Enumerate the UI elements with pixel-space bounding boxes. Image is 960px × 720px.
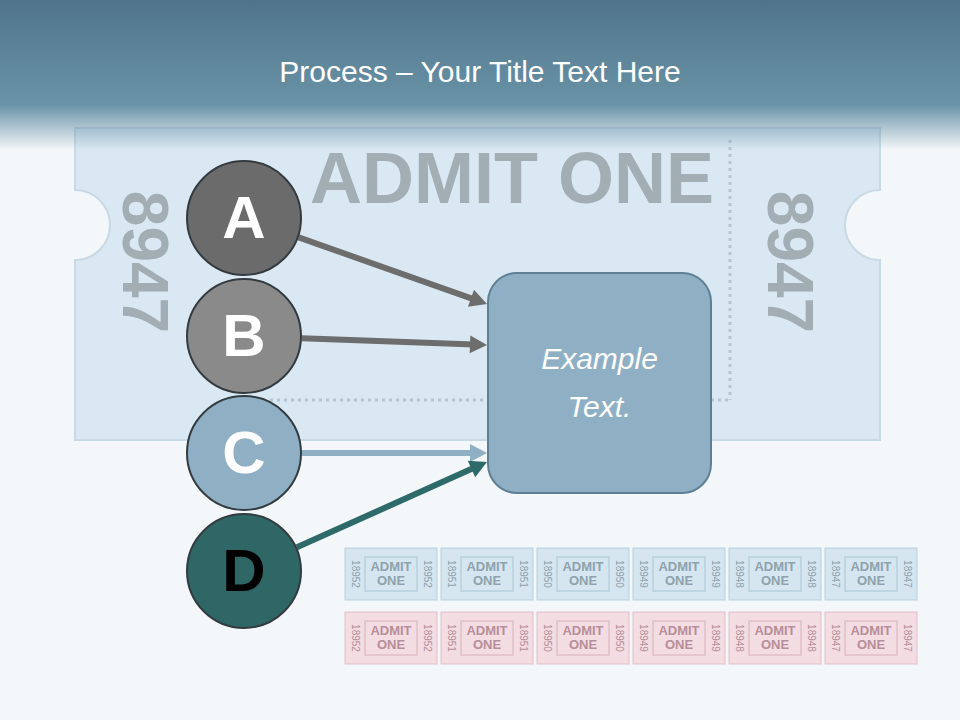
small-ticket xyxy=(345,548,437,600)
ticket-frame xyxy=(365,557,417,591)
process-box: Example Text. xyxy=(487,272,712,494)
step-circle: A xyxy=(186,160,302,276)
big-ticket xyxy=(75,128,880,440)
arrow-head xyxy=(468,461,487,477)
ticket-text: ADMIT ONE xyxy=(750,624,800,652)
ticket-frame xyxy=(653,557,705,591)
ticket-frame xyxy=(749,557,801,591)
small-ticket xyxy=(825,612,917,664)
ticket-number: 18948 xyxy=(805,560,817,588)
ticket-number: 18950 xyxy=(541,560,553,588)
box-text: Example Text. xyxy=(525,335,674,431)
ticket-number: 18947 xyxy=(829,624,841,652)
ticket-frame xyxy=(653,621,705,655)
ticket-frame xyxy=(845,557,897,591)
arrow-head xyxy=(470,444,487,462)
small-ticket xyxy=(537,548,629,600)
ticket-number: 18948 xyxy=(733,560,745,588)
step-circle: D xyxy=(186,513,302,629)
ticket-number: 18950 xyxy=(613,560,625,588)
ticket-strips xyxy=(345,548,917,664)
arrow-connector xyxy=(302,444,487,462)
arrow-head xyxy=(470,335,487,353)
arrow-line xyxy=(299,237,475,299)
ticket-text: ADMIT ONE xyxy=(462,560,512,588)
watermark-number: 8947 xyxy=(755,191,825,333)
arrow-head xyxy=(468,290,487,307)
ticket-number: 18950 xyxy=(613,624,625,652)
ticket-number: 18949 xyxy=(709,624,721,652)
ticket-number: 18949 xyxy=(709,560,721,588)
arrow-line xyxy=(302,450,474,456)
ticket-text: ADMIT ONE xyxy=(846,624,896,652)
ticket-number: 18952 xyxy=(349,560,361,588)
ticket-frame xyxy=(557,621,609,655)
small-ticket xyxy=(729,548,821,600)
small-ticket xyxy=(633,548,725,600)
small-ticket xyxy=(345,612,437,664)
ticket-frame xyxy=(749,621,801,655)
arrow-connector xyxy=(297,461,487,548)
ticket-number: 18952 xyxy=(421,560,433,588)
step-letter: A xyxy=(222,188,265,248)
ticket-text: ADMIT ONE xyxy=(462,624,512,652)
step-letter: C xyxy=(222,423,265,483)
small-ticket xyxy=(729,612,821,664)
ticket-number: 18948 xyxy=(805,624,817,652)
step-letter: D xyxy=(222,541,265,601)
small-ticket xyxy=(441,548,533,600)
small-ticket xyxy=(825,548,917,600)
ticket-text: ADMIT ONE xyxy=(366,624,416,652)
ticket-number: 18947 xyxy=(901,560,913,588)
ticket-number: 18951 xyxy=(445,560,457,588)
ticket-text: ADMIT ONE xyxy=(654,560,704,588)
ticket-number: 18952 xyxy=(421,624,433,652)
ticket-number: 18952 xyxy=(349,624,361,652)
ticket-perforation xyxy=(729,140,732,400)
ticket-text: ADMIT ONE xyxy=(846,560,896,588)
ticket-text: ADMIT ONE xyxy=(558,560,608,588)
ticket-text: ADMIT ONE xyxy=(654,624,704,652)
ticket-text: ADMIT ONE xyxy=(366,560,416,588)
ticket-number: 18951 xyxy=(445,624,457,652)
ticket-number: 18951 xyxy=(517,560,529,588)
ticket-frame xyxy=(365,621,417,655)
arrow-connector xyxy=(302,335,487,353)
ticket-number: 18949 xyxy=(637,560,649,588)
ticket-number: 18951 xyxy=(517,624,529,652)
ticket-number: 18950 xyxy=(541,624,553,652)
ticket-number: 18947 xyxy=(829,560,841,588)
ticket-frame xyxy=(845,621,897,655)
arrow-line xyxy=(302,338,474,344)
small-ticket xyxy=(633,612,725,664)
watermark-number: 8947 xyxy=(110,191,180,333)
step-circle: C xyxy=(186,395,302,511)
ticket-text: ADMIT ONE xyxy=(750,560,800,588)
small-ticket xyxy=(441,612,533,664)
ticket-number: 18949 xyxy=(637,624,649,652)
slide-title: Process – Your Title Text Here xyxy=(0,52,960,92)
ticket-frame xyxy=(557,557,609,591)
watermark-text: ADMIT ONE xyxy=(310,138,714,218)
ticket-number: 18948 xyxy=(733,624,745,652)
step-circle: B xyxy=(186,278,302,394)
step-letter: B xyxy=(222,306,265,366)
arrow-line xyxy=(297,467,475,547)
ticket-frame xyxy=(461,621,513,655)
ticket-frame xyxy=(461,557,513,591)
ticket-text: ADMIT ONE xyxy=(558,624,608,652)
small-ticket xyxy=(537,612,629,664)
ticket-number: 18947 xyxy=(901,624,913,652)
arrow-connector xyxy=(299,237,487,306)
